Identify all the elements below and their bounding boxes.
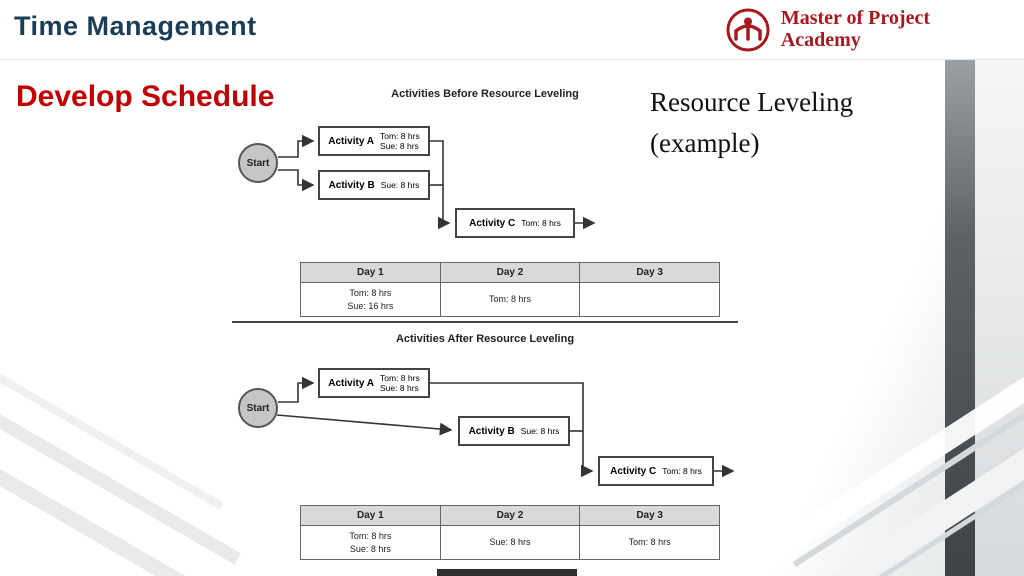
table-cell-day3: [579, 282, 720, 317]
activity-hours-line: Tom: 8 hrs: [521, 217, 561, 228]
activity-name: Activity C: [610, 465, 657, 477]
activity-hours-line: Sue: 8 hrs: [380, 141, 419, 151]
table-header-day2: Day 2: [439, 262, 581, 283]
table-header-day3: Day 3: [579, 262, 720, 283]
cell-line: Tom: 8 hrs: [349, 288, 392, 299]
activity-name: Activity C: [469, 217, 516, 229]
activity-name: Activity A: [328, 135, 375, 147]
activity-hours-line: Tom: 8 hrs: [662, 465, 702, 476]
after-diagram-title: Activities After Resource Leveling: [395, 333, 575, 345]
table-cell-day1: Tom: 8 hrs Sue: 16 hrs: [300, 282, 441, 317]
table-body-row: Tom: 8 hrs Sue: 8 hrs Sue: 8 hrs Tom: 8 …: [300, 525, 720, 560]
after-activity-b-box: Activity B Sue: 8 hrs: [458, 416, 570, 446]
before-diagram-title: Activities Before Resource Leveling: [391, 88, 579, 100]
before-activity-c-box: Activity C Tom: 8 hrs: [455, 208, 575, 238]
header-bar: Time Management Master of Project Academ…: [0, 0, 1024, 60]
after-activity-a-box: Activity A Tom: 8 hrs Sue: 8 hrs: [318, 368, 430, 398]
slide-subtitle: Resource Leveling (example): [650, 82, 853, 163]
brand-logo-icon: [726, 8, 770, 52]
activity-hours: Sue: 8 hrs: [381, 180, 420, 190]
page-title: Time Management: [14, 11, 257, 41]
subtitle-line2: (example): [650, 127, 760, 158]
table-cell-day3: Tom: 8 hrs: [579, 525, 720, 560]
activity-hours: Sue: 8 hrs: [521, 426, 560, 436]
before-activity-a-box: Activity A Tom: 8 hrs Sue: 8 hrs: [318, 126, 430, 156]
cell-line: Tom: 8 hrs: [349, 531, 392, 542]
cell-line: Sue: 16 hrs: [347, 300, 394, 311]
cell-line: Tom: 8 hrs: [488, 294, 531, 305]
table-cell-day1: Tom: 8 hrs Sue: 8 hrs: [300, 525, 441, 560]
table-header-day2: Day 2: [439, 505, 581, 526]
activity-hours-line: Sue: 8 hrs: [520, 425, 560, 436]
activity-name: Activity A: [328, 377, 375, 389]
brand-logo-line2: Academy: [780, 29, 861, 51]
brand-logo-text: Master of Project Academy: [781, 8, 930, 51]
activity-hours: Tom: 8 hrs: [662, 466, 702, 476]
activity-hours-line: Tom: 8 hrs: [380, 372, 420, 383]
table-header-day3: Day 3: [579, 505, 720, 526]
after-activity-c-box: Activity C Tom: 8 hrs: [598, 456, 714, 486]
table-header-day1: Day 1: [300, 262, 441, 283]
table-header-row: Day 1 Day 2 Day 3: [300, 505, 720, 526]
cell-line: Sue: 8 hrs: [489, 537, 531, 548]
subtitle-line1: Resource Leveling: [650, 87, 854, 117]
cell-line: Sue: 8 hrs: [349, 543, 391, 554]
after-start-node: Start: [238, 388, 278, 428]
table-header-day1: Day 1: [300, 505, 441, 526]
activity-hours: Tom: 8 hrs Sue: 8 hrs: [380, 373, 420, 393]
bottom-dark-strip: [437, 569, 577, 576]
activity-name: Activity B: [328, 179, 375, 191]
activity-hours: Tom: 8 hrs: [521, 218, 561, 228]
activity-hours-line: Sue: 8 hrs: [380, 383, 419, 393]
brand-logo-line1: Master of Project: [780, 7, 930, 30]
slide-heading: Develop Schedule: [16, 80, 275, 113]
activity-hours-line: Tom: 8 hrs: [380, 130, 420, 141]
before-activity-b-box: Activity B Sue: 8 hrs: [318, 170, 430, 200]
table-cell-day2: Tom: 8 hrs: [439, 282, 581, 317]
cell-line: Tom: 8 hrs: [628, 537, 671, 548]
activity-hours-line: Sue: 8 hrs: [380, 179, 420, 190]
before-schedule-table: Day 1 Day 2 Day 3 Tom: 8 hrs Sue: 16 hrs…: [300, 262, 720, 317]
table-body-row: Tom: 8 hrs Sue: 16 hrs Tom: 8 hrs: [300, 282, 720, 317]
table-cell-day2: Sue: 8 hrs: [439, 525, 581, 560]
after-schedule-table: Day 1 Day 2 Day 3 Tom: 8 hrs Sue: 8 hrs …: [300, 505, 720, 560]
activity-name: Activity B: [468, 425, 515, 437]
table-header-row: Day 1 Day 2 Day 3: [300, 262, 720, 283]
section-divider: [232, 321, 738, 323]
brand-logo: Master of Project Academy: [725, 7, 930, 53]
activity-hours: Tom: 8 hrs Sue: 8 hrs: [380, 131, 420, 151]
before-start-node: Start: [238, 143, 278, 183]
